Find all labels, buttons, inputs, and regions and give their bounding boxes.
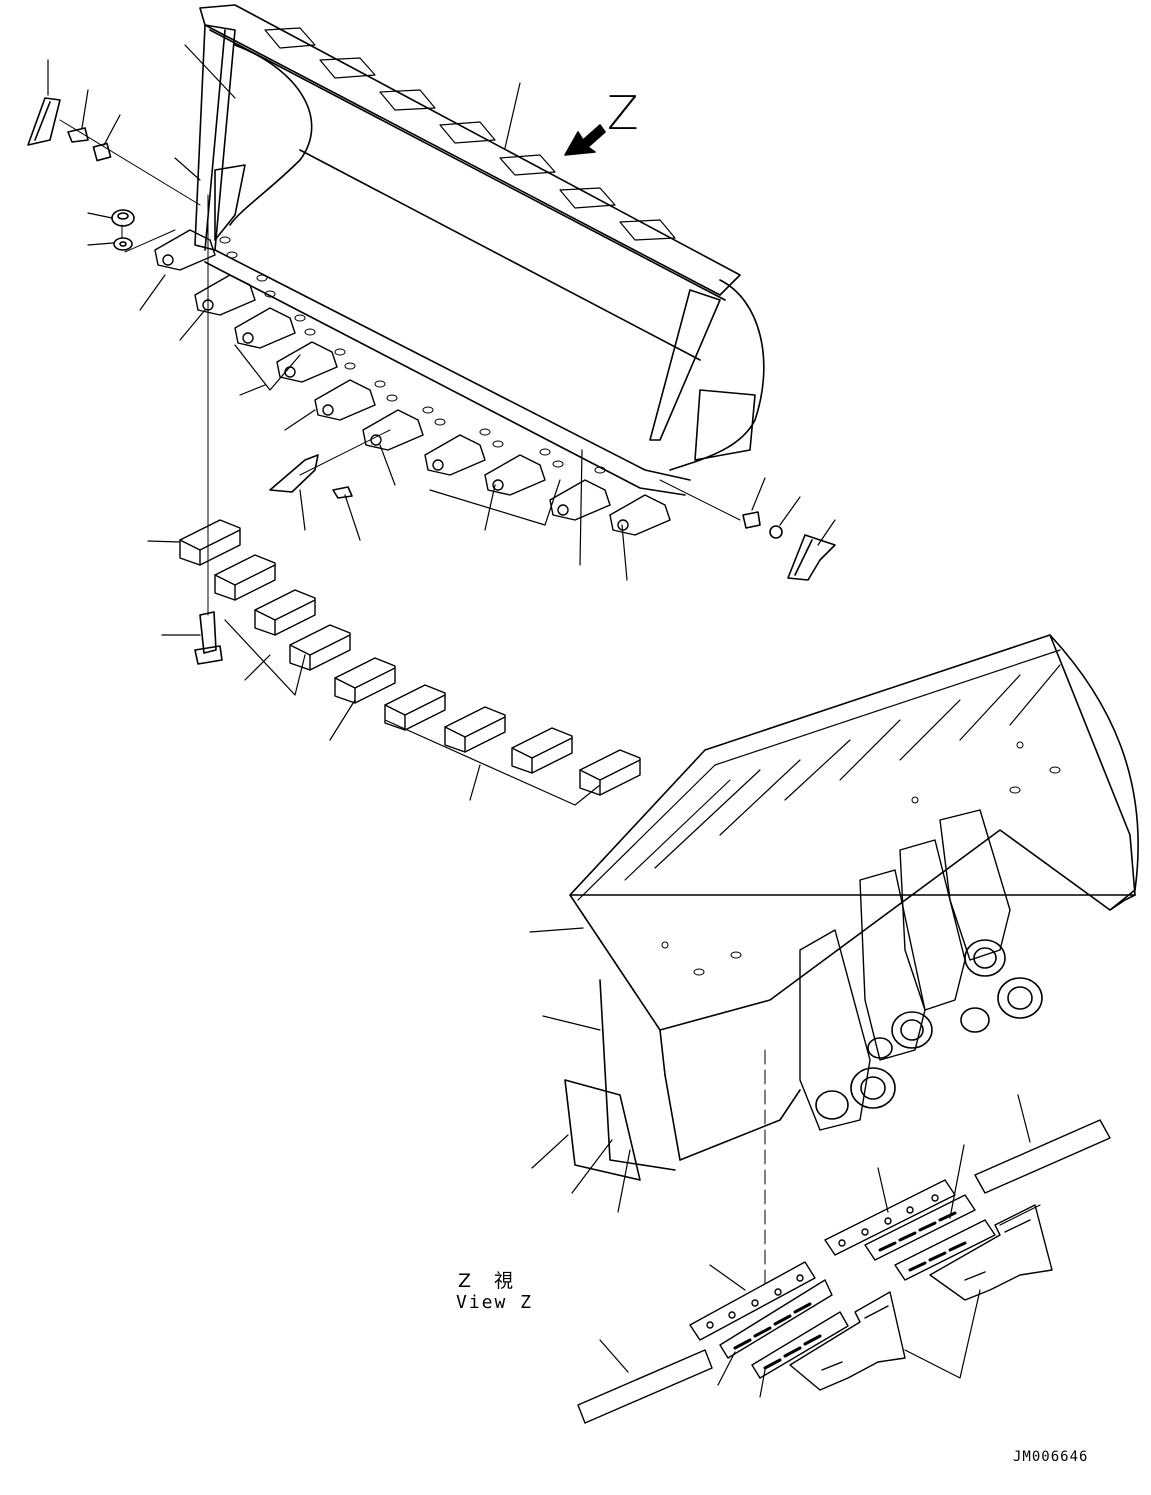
hinge-pin-bosses (815, 939, 1043, 1120)
guide-lines (59, 119, 766, 1291)
tooth-caps (179, 519, 641, 796)
edge-bolts (219, 236, 606, 474)
leader-lines-bottom (529, 927, 631, 1213)
tooth-point (269, 454, 319, 493)
slotted-plate-lower-a (719, 1279, 833, 1359)
bolted-plate-lower (689, 1261, 816, 1341)
leader-lines (47, 44, 836, 806)
wear-strip-left (577, 1349, 713, 1424)
view-z-marker: Z (607, 86, 639, 140)
slotted-plate-upper-a (864, 1194, 976, 1261)
view-z-wear-plates (577, 1119, 1111, 1424)
notched-plate-left (789, 1291, 906, 1391)
washer (113, 237, 133, 251)
nut (111, 209, 135, 227)
slotted-plate-lower-b (751, 1311, 849, 1379)
bolt-small-2 (742, 511, 761, 529)
slotted-plate-upper-b (894, 1219, 996, 1281)
tooth-adapters (154, 229, 671, 536)
plow-bolt (194, 611, 223, 665)
bucket-top-assembly (194, 4, 765, 496)
tooth-pin (332, 486, 353, 499)
notched-plate-right (929, 1204, 1053, 1301)
view-z-label-jp: Z 視 (458, 1270, 516, 1292)
bucket-bottom-assembly (564, 634, 1139, 1181)
wear-strip-right (974, 1119, 1111, 1194)
bolt-small-1 (67, 127, 89, 143)
side-cutter-left (27, 97, 61, 146)
nut-small-2 (769, 525, 783, 539)
leader-lines-view-z (599, 1094, 1041, 1398)
drawing-id: JM006646 (1013, 1449, 1089, 1465)
side-cutter-right (787, 534, 836, 581)
view-z-label-en: View Z (456, 1292, 534, 1313)
view-z-arrow (564, 124, 606, 156)
